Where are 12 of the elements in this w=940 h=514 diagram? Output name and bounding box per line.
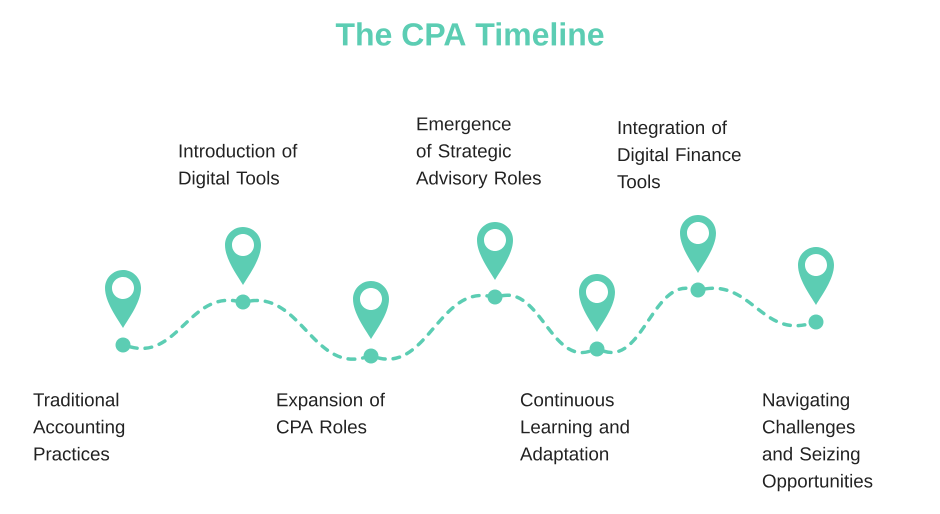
- title: The CPA Timeline: [336, 22, 604, 46]
- milestone-label: Emergence of Strategic Advisory Roles: [416, 117, 541, 188]
- dashed-path: [376, 294, 490, 361]
- milestone-label: Traditional Accounting Practices: [33, 392, 124, 461]
- milestone-label: Introduction of Digital Tools: [180, 144, 298, 188]
- dashed-path: [248, 299, 366, 361]
- dashed-path: [500, 294, 592, 354]
- milestone-label: Expansion of CPA Roles: [276, 392, 385, 434]
- dashed-path: [128, 298, 238, 350]
- milestone-label: Continuous Learning and Adaptation: [520, 392, 629, 464]
- milestone-label: Integration of Digital Finance Tools: [617, 120, 741, 188]
- milestone-label: Navigating Challenges and Seizing Opportunities: [762, 392, 872, 492]
